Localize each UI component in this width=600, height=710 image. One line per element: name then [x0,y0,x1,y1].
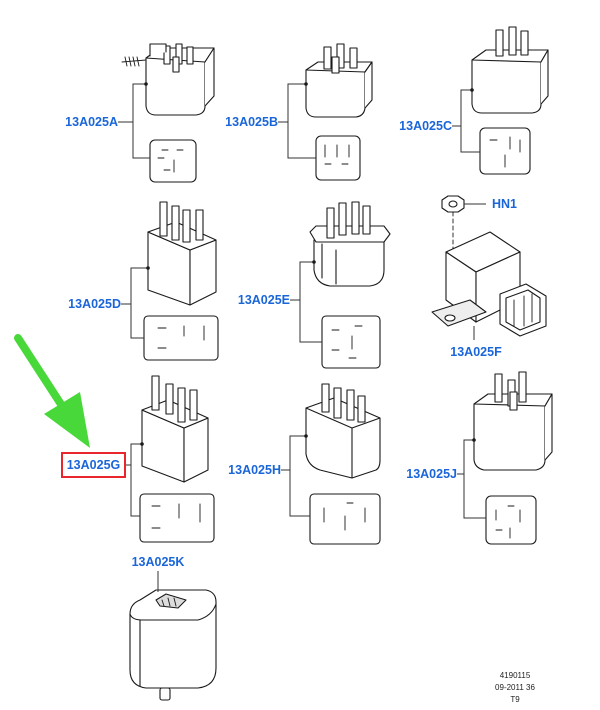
relay-b-illustration [305,43,373,181]
highlight-box [61,452,126,478]
relay-g-illustration [139,375,215,543]
relay-k-illustration [129,571,217,701]
footer-drawing-number: 4190115 [500,671,531,680]
part-label-13a025e[interactable]: 13A025E [238,293,290,307]
part-label-13a025a[interactable]: 13A025A [65,115,118,129]
relay-j-leader [457,438,486,519]
highlight-arrow [14,334,90,448]
relay-j-illustration [473,371,553,545]
part-label-13a025g[interactable]: 13A025G [67,458,121,472]
part-label-13a025h[interactable]: 13A025H [228,463,281,477]
part-label-13a025j[interactable]: 13A025J [406,467,457,481]
part-label-13a025f[interactable]: 13A025F [450,345,502,359]
relay-d-leader [121,266,150,339]
relay-c-leader [452,88,480,153]
relay-f-illustration [431,231,547,340]
part-label-13a025d[interactable]: 13A025D [68,297,121,311]
footer-date-code: 09-2011 36 [495,683,535,692]
part-label-13a025c[interactable]: 13A025C [399,119,452,133]
relay-e-illustration [309,201,391,369]
relay-a-leader [118,82,150,159]
footer-sheet-code: T9 [510,695,520,704]
relay-d-illustration [143,201,219,361]
relay-b-leader [278,82,316,159]
relay-h-leader [281,434,310,517]
part-label-hn1[interactable]: HN1 [492,197,517,211]
part-label-13a025b[interactable]: 13A025B [225,115,278,129]
part-label-13a025k[interactable]: 13A025K [132,555,185,569]
relay-e-leader [290,260,322,343]
relay-c-illustration [471,26,549,175]
relay-a-illustration [121,43,215,183]
relay-h-illustration [305,383,381,545]
